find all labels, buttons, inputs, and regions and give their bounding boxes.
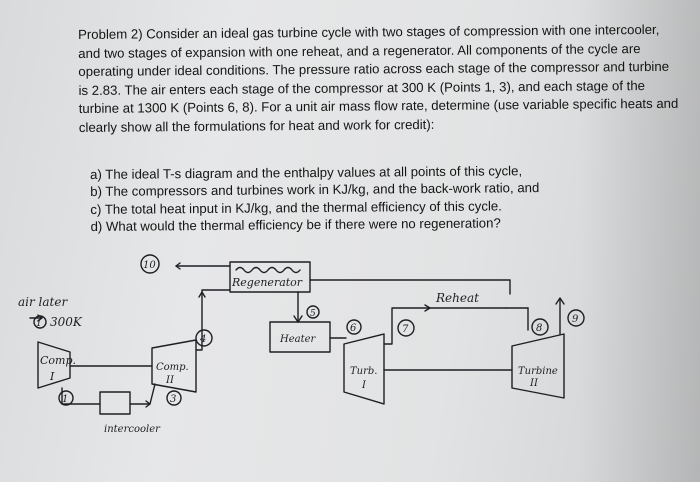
state-circle-6 (346, 319, 362, 335)
arrow-into-comp2 (145, 400, 151, 408)
state-label-6: 6 (350, 323, 357, 334)
state-label-3: 3 (170, 394, 176, 405)
state-circle-7 (397, 319, 415, 337)
pipe-comp2-to-regenerator (195, 289, 231, 351)
regenerator-coil (235, 266, 301, 274)
arrow-up-comp2 (198, 291, 206, 298)
paper-shadow (580, 0, 700, 482)
pipe-regenerator-to-exhaust (309, 279, 511, 295)
state-circle-5 (306, 305, 320, 319)
turbine-2-numeral: II (529, 378, 539, 389)
compressor-2-label: Comp. (156, 362, 189, 373)
turbine-1-numeral: I (361, 380, 367, 391)
state-label-9: 9 (572, 314, 579, 325)
state-label-8: 8 (536, 323, 542, 334)
compressor-2 (151, 339, 197, 393)
compressor-1 (37, 341, 71, 389)
intercooler (99, 391, 131, 415)
regenerator-label: Regenerator (231, 276, 303, 289)
pipe-turbine1-to-reheat (383, 307, 507, 345)
state-circle-9 (567, 309, 585, 327)
compressor-1-numeral: I (49, 370, 55, 383)
heater (269, 321, 331, 353)
state-label-10: 10 (143, 260, 156, 271)
compressor-1-label: Comp. (40, 354, 76, 367)
reheat-label: Reheat (435, 291, 479, 305)
arrow-reheat (424, 304, 431, 312)
turbine-1-label: Turb. (350, 366, 377, 377)
inlet-label-line1: air later (18, 295, 68, 309)
state-circle-1 (33, 315, 47, 329)
state-circle-8 (531, 318, 549, 336)
inlet-label-line2: 300K (50, 315, 83, 329)
state-circle-10 (140, 254, 160, 274)
state-label-5: 5 (310, 309, 316, 319)
arrow-exhaust (555, 297, 565, 305)
turbine-1 (343, 333, 385, 405)
pipe-intercooler-to-comp2 (129, 383, 156, 405)
state-circle-1b (58, 390, 74, 406)
state-label-7: 7 (402, 324, 409, 335)
regenerator (229, 261, 311, 293)
turbine-2-label: Turbine (518, 366, 558, 377)
state-circle-4 (195, 329, 213, 347)
heater-label: Heater (279, 334, 317, 345)
state-label-1: 1 (36, 319, 42, 329)
arrow-10-head (175, 262, 181, 270)
state-label-1b: 1 (62, 394, 68, 405)
intercooler-label: intercooler (104, 424, 161, 435)
compressor-2-numeral: II (165, 375, 175, 386)
turbine-2 (511, 333, 565, 399)
state-label-4: 4 (199, 334, 206, 345)
state-circle-3 (166, 390, 182, 406)
